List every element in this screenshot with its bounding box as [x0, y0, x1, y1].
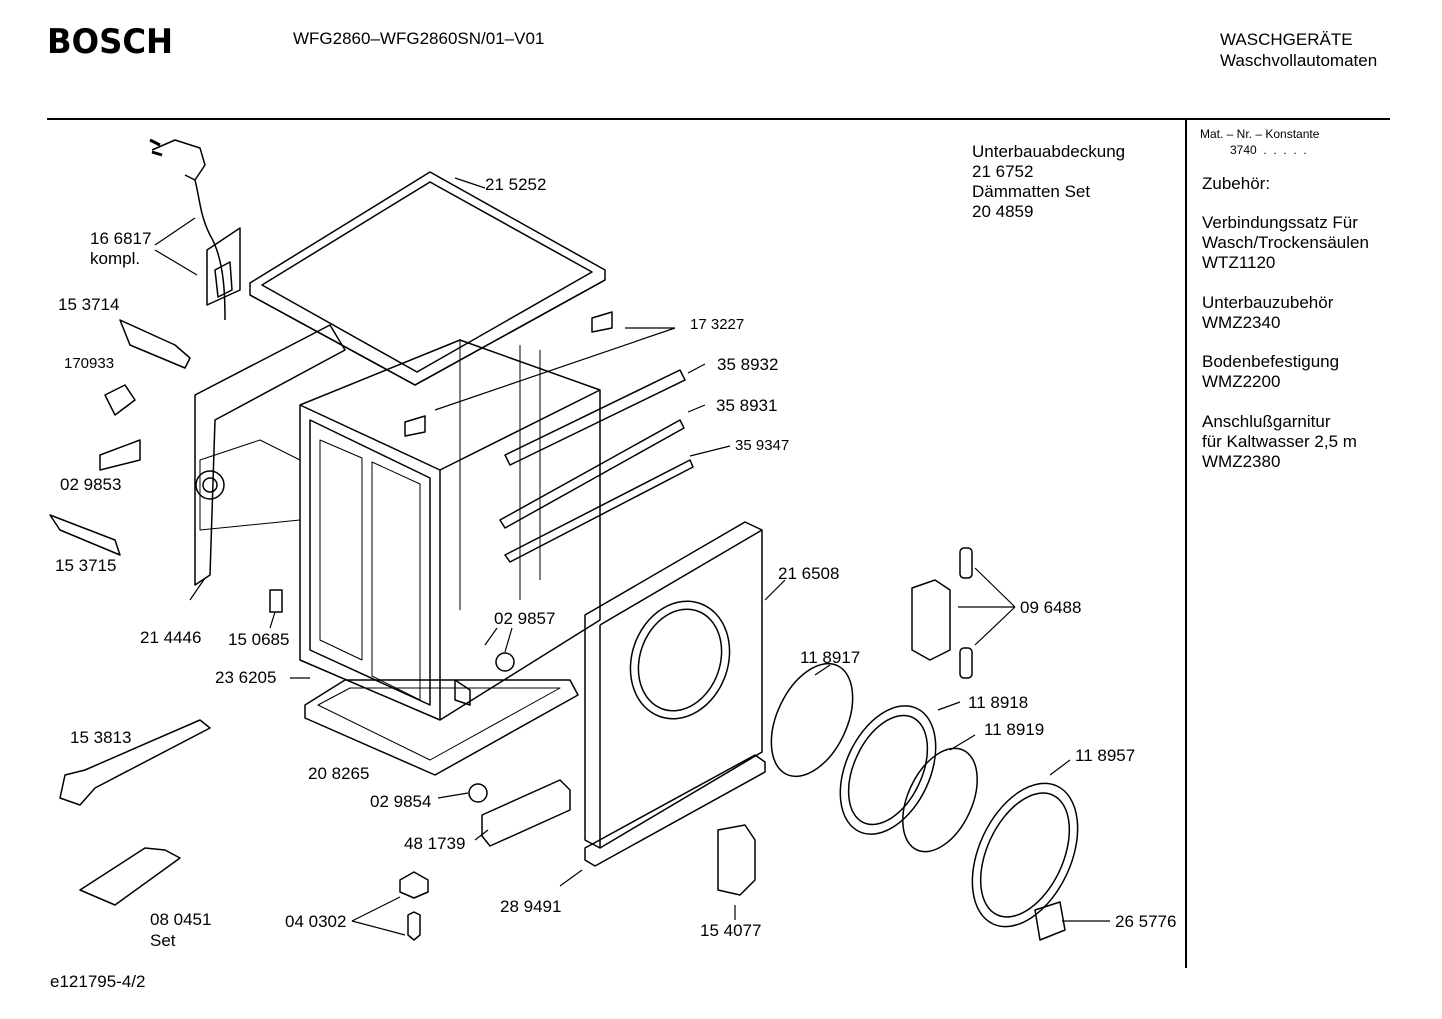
part-label-236205: 23 6205 [215, 668, 277, 687]
rail-drawings [499, 369, 694, 563]
accessory-item: Anschlußgarnitur für Kaltwasser 2,5 m WM… [1202, 412, 1357, 472]
part-label-358932: 35 8932 [717, 355, 779, 374]
accessory-line: Verbindungssatz Für [1202, 213, 1358, 232]
part-label-358931: 35 8931 [716, 396, 778, 415]
bracket-drawing [79, 847, 181, 906]
accessory-code: WTZ1120 [1202, 253, 1276, 272]
part-label-153813: 15 3813 [70, 728, 132, 747]
hinge-drawings [911, 547, 973, 679]
note-line-2: 21 6752 [972, 162, 1034, 181]
accessory-code: WMZ2200 [1202, 372, 1281, 391]
note-line-1: Unterbauabdeckung [972, 142, 1126, 161]
part-label-029857: 02 9857 [494, 609, 556, 628]
mat-nr-value: 3740 . . . . . [1230, 143, 1307, 157]
part-label-029854: 02 9854 [370, 792, 432, 811]
part-label-118919: 11 8919 [984, 720, 1045, 739]
door-ring-drawings [770, 662, 1079, 928]
part-label-153714: 15 3714 [58, 295, 120, 314]
part-label-173227: 17 3227 [690, 316, 745, 333]
part-label-289491: 28 9491 [500, 897, 562, 916]
control-element-drawing [481, 779, 571, 847]
notes-block: Unterbauabdeckung 21 6752 Dämmatten Set … [972, 142, 1125, 222]
part-label-029853: 02 9853 [60, 475, 122, 494]
note-line-3: Dämmatten Set [972, 182, 1091, 201]
door-lock-drawing [717, 824, 756, 896]
category-block: WASCHGERÄTE Waschvollautomaten [1220, 29, 1377, 71]
accessory-item: Bodenbefestigung WMZ2200 [1202, 352, 1339, 392]
category-subtitle: Waschvollautomaten [1220, 51, 1378, 70]
small-parts-drawings [49, 311, 1066, 941]
part-label-118917: 11 8917 [800, 648, 861, 667]
accessory-code: WMZ2380 [1202, 452, 1281, 471]
part-label-154077: 15 4077 [700, 921, 762, 940]
drawing-id: e121795-4/2 [50, 972, 146, 991]
accessory-line: Bodenbefestigung [1202, 352, 1340, 371]
front-panel-drawing [584, 521, 763, 849]
part-label-118957: 11 8957 [1075, 746, 1136, 765]
brand-logo: BOSCH [47, 22, 174, 62]
header-divider [47, 118, 1390, 120]
accessory-line: für Kaltwasser 2,5 m [1202, 432, 1357, 451]
power-cord-drawing [149, 138, 241, 321]
part-label-208265: 20 8265 [308, 764, 370, 783]
accessories-heading: Zubehör: [1202, 174, 1271, 193]
part-label-215252: 21 5252 [485, 175, 547, 194]
accessory-item: Verbindungssatz Für Wasch/Trockensäulen … [1202, 213, 1369, 273]
sidebar-divider [1185, 120, 1187, 968]
part-label-359347: 35 9347 [735, 437, 790, 454]
part-label-170933: 170933 [64, 355, 115, 372]
kickplate-drawing [584, 754, 766, 867]
part-label-265776: 26 5776 [1115, 912, 1177, 931]
accessory-line: Wasch/Trockensäulen [1202, 233, 1369, 252]
part-label-096488: 09 6488 [1020, 598, 1082, 617]
part-label-118918: 11 8918 [968, 693, 1029, 712]
back-panel-drawing [194, 324, 346, 586]
part-label-216508: 21 6508 [778, 564, 840, 583]
part-label-080451: 08 0451 [150, 910, 212, 929]
mat-nr-label: Mat. – Nr. – Konstante [1200, 127, 1320, 141]
accessory-code: WMZ2340 [1202, 313, 1281, 332]
part-label-150685: 15 0685 [228, 630, 290, 649]
part-label-080451-sub: Set [150, 931, 176, 950]
accessory-item: Unterbauzubehör WMZ2340 [1202, 293, 1333, 333]
note-line-4: 20 4859 [972, 202, 1034, 221]
wrench-drawing [59, 719, 211, 806]
top-lid-drawing [249, 171, 606, 386]
base-drawing [304, 679, 579, 776]
model-number: WFG2860–WFG2860SN/01–V01 [293, 29, 545, 48]
part-label-040302: 04 0302 [285, 912, 347, 931]
part-label-153715: 15 3715 [55, 556, 117, 575]
accessory-line: Anschlußgarnitur [1202, 412, 1331, 431]
accessory-line: Unterbauzubehör [1202, 293, 1334, 312]
cabinet-frame-drawing [299, 339, 601, 721]
part-label-166817: 16 6817 [90, 229, 152, 248]
part-label-481739: 48 1739 [404, 834, 466, 853]
leader-lines [154, 177, 1110, 936]
part-label-166817-sub: kompl. [90, 249, 141, 268]
part-label-214446: 21 4446 [140, 628, 202, 647]
category-title: WASCHGERÄTE [1220, 30, 1353, 49]
